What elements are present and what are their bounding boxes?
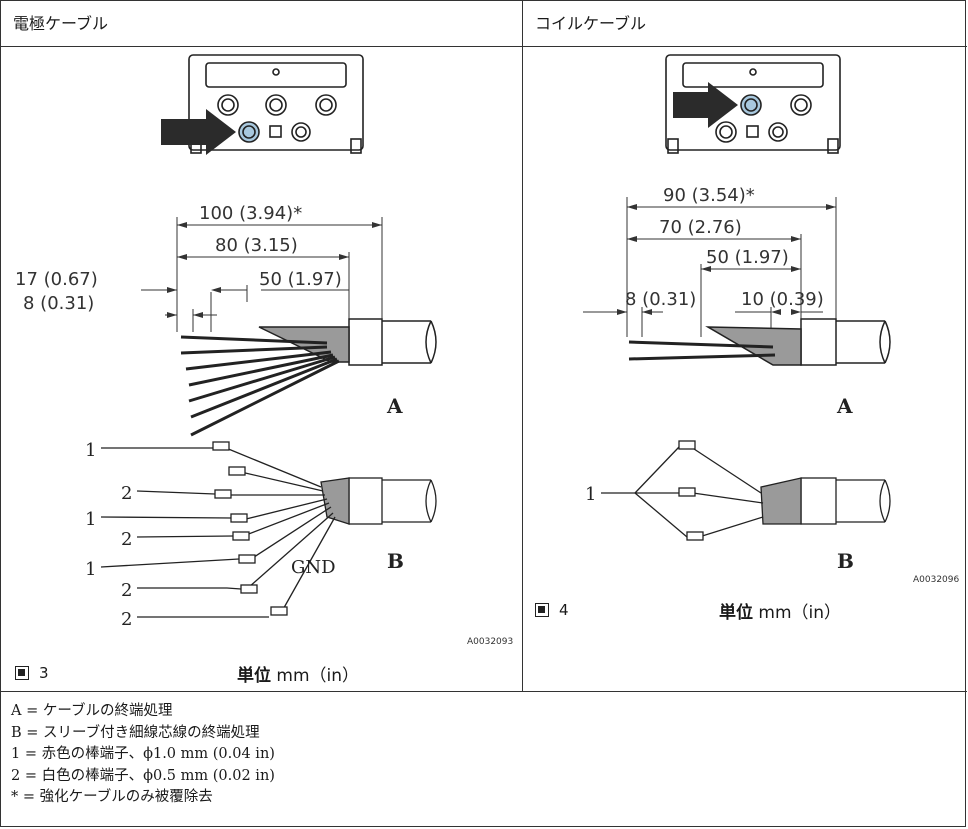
label-b: B [837, 549, 854, 573]
dim-50: 50 (1.97) [706, 247, 789, 268]
figure-code-left: A0032093 [467, 637, 513, 647]
electrode-cable-figure: 100 (3.94)* 80 (3.15) 17 (0.67) 50 (1.97… [1, 47, 522, 691]
cable-drawing-b [601, 440, 891, 541]
dim-8: 8 (0.31) [625, 289, 696, 310]
dim-90: 90 (3.54)* [663, 185, 755, 206]
cable-drawing-a [628, 318, 891, 366]
legend-item-2: 2 = 白色の棒端子、ϕ0.5 mm (0.02 in) [11, 767, 275, 784]
electrode-cable-drawing: 100 (3.94)* 80 (3.15) 17 (0.67) 50 (1.97… [15, 54, 513, 647]
legend-item-a: A = ケーブルの終端処理 [11, 703, 173, 719]
dim-10: 10 (0.39) [741, 289, 824, 310]
entry-arrow-icon [673, 82, 738, 128]
dim-50: 50 (1.97) [259, 269, 342, 290]
legend-divider [1, 691, 967, 692]
figure-number-right: 4 [535, 600, 569, 619]
wire-label-1c: 1 [85, 559, 96, 580]
cable-drawing-b [100, 441, 437, 618]
transmitter-housing-icon [665, 54, 841, 154]
label-b: B [387, 549, 404, 573]
legend-item-1: 1 = 赤色の棒端子、ϕ1.0 mm (0.04 in) [11, 746, 275, 762]
legend-item-b: B = スリーブ付き細線芯線の終端処理 [11, 724, 260, 741]
wire-label-2d: 2 [121, 609, 132, 630]
label-a: A [386, 394, 403, 418]
dim-70: 70 (2.76) [659, 217, 742, 238]
wire-label-1: 1 [585, 484, 596, 505]
dim-17: 17 (0.67) [15, 269, 98, 290]
coil-cable-figure: 90 (3.54)* 70 (2.76) 50 (1.97) 8 (0.31) … [523, 47, 967, 691]
dimension-arrows [167, 222, 382, 318]
legend-item-star: * = 強化ケーブルのみ被覆除去 [11, 789, 213, 805]
dim-8: 8 (0.31) [23, 293, 94, 314]
label-a: A [836, 394, 853, 418]
cable-drawing-a [180, 318, 437, 437]
header-electrode-cable: 電極ケーブル [1, 1, 522, 47]
figure-icon [535, 603, 549, 617]
figure-number-left: 3 [15, 663, 49, 682]
wire-label-1b: 1 [85, 509, 96, 530]
wire-label-2b: 2 [121, 529, 132, 550]
wire-label-1a: 1 [85, 440, 96, 461]
entry-arrow-icon [161, 109, 236, 155]
unit-caption-left: 単位 mm（in） [237, 666, 360, 686]
legend: A = ケーブルの終端処理 B = スリーブ付き細線芯線の終端処理 1 = 赤色… [11, 701, 275, 809]
column-divider [522, 1, 523, 691]
coil-cable-drawing: 90 (3.54)* 70 (2.76) 50 (1.97) 8 (0.31) … [583, 54, 960, 585]
figure-icon [15, 666, 29, 680]
unit-caption-right: 単位 mm（in） [719, 603, 842, 623]
gnd-label: GND [291, 557, 336, 578]
wire-label-2a: 2 [121, 483, 132, 504]
transmitter-housing-icon [188, 54, 364, 154]
header-coil-cable: コイルケーブル [523, 1, 967, 47]
figure-code-right: A0032096 [913, 575, 960, 585]
dimension-arrows [617, 204, 836, 315]
dim-100: 100 (3.94)* [199, 203, 302, 224]
wire-label-2c: 2 [121, 580, 132, 601]
dim-80: 80 (3.15) [215, 235, 298, 256]
